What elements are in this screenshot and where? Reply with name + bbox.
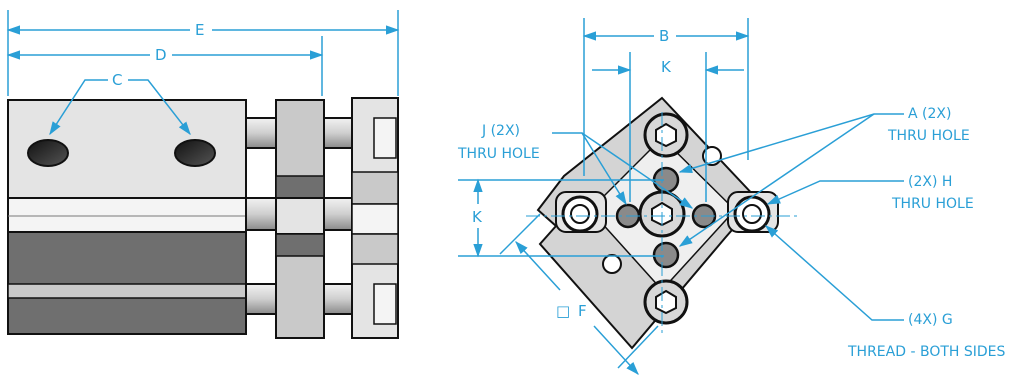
plate-bolt-top (373, 117, 397, 159)
note-g-line1: (4X) G (908, 312, 953, 328)
side-view: E D C (6, 10, 400, 339)
plate-notch-bottom (602, 254, 622, 274)
dimension-f-label: F (578, 302, 587, 320)
note-h-leader (766, 180, 904, 205)
plate-bolt-bottom (373, 283, 397, 325)
hex-nut-middle (275, 197, 325, 235)
note-h-line1: (2X) H (908, 174, 952, 190)
cylinder-body-bottom (7, 231, 247, 335)
note-a-line1: A (2X) (908, 106, 951, 122)
dimension-e-label: E (195, 21, 204, 39)
a-hole-bottom (652, 241, 680, 269)
note-h-line2: THRU HOLE (891, 196, 974, 212)
note-a-leader-bottom (678, 113, 875, 247)
note-j-line2: THRU HOLE (457, 146, 540, 162)
callout-c-label: C (112, 71, 122, 89)
dimension-k-top-label: K (661, 58, 672, 76)
note-g-leader (764, 225, 904, 321)
port-1 (27, 139, 69, 167)
cylinder-body-stripe (7, 197, 247, 233)
cylinder-body-groove (7, 283, 247, 299)
note-a-line2: THRU HOLE (887, 128, 970, 144)
dimension-d-label: D (155, 46, 167, 64)
dimension-f-line-b (593, 325, 639, 375)
note-j-line1: J (2X) (481, 123, 520, 139)
port-2 (174, 139, 216, 167)
note-j-leader-right (581, 132, 694, 209)
front-view: B K K □ F J (2X) THRU HOLE A (2X) THRU H… (457, 18, 1006, 375)
callout-c-leader-left (49, 79, 108, 136)
dimension-k-left-label: K (472, 208, 483, 226)
dimension-f-line-a (515, 241, 561, 291)
dimension-f-symbol: □ (556, 302, 570, 320)
note-g-line2: THREAD - BOTH SIDES (847, 344, 1006, 360)
callout-c-leader-right (128, 79, 191, 136)
dimension-b-label: B (659, 27, 669, 45)
